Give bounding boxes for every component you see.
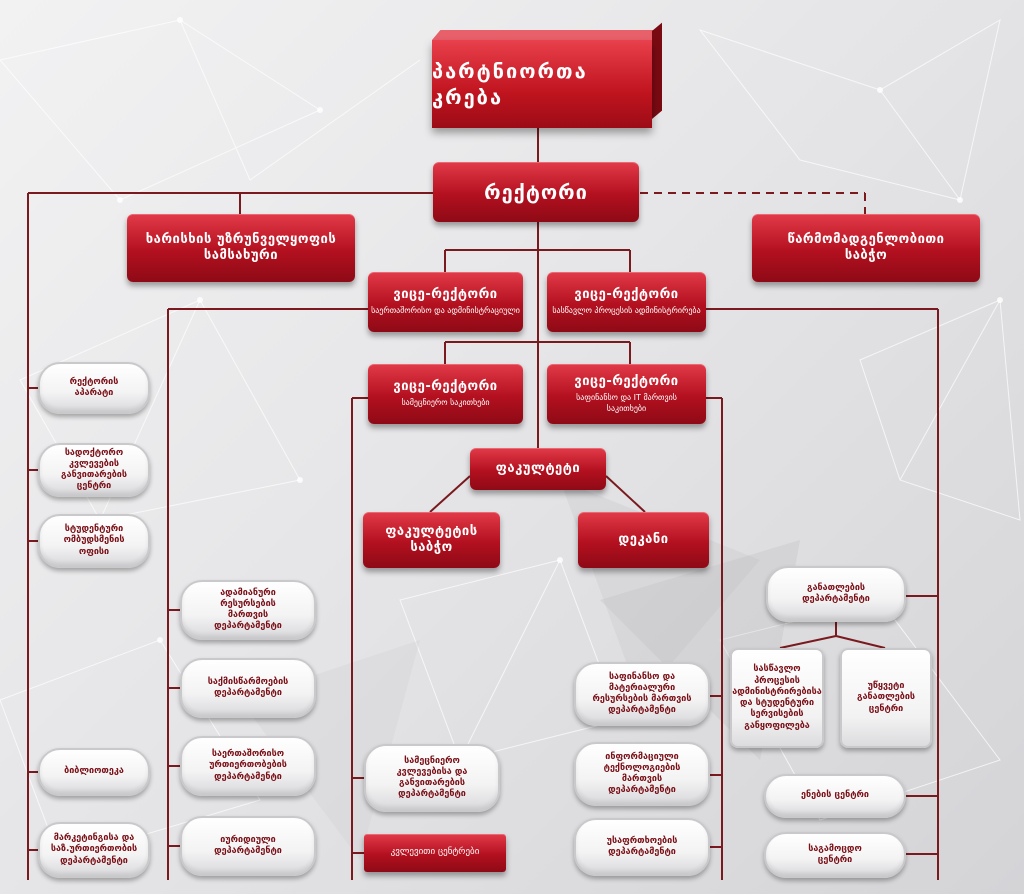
faculty-box: ფაკულტეტი — [470, 448, 606, 490]
vice-rector-sci-box: ვიცე-რექტორი სამეცნიერო საკითხები — [368, 364, 523, 424]
vice-rector-title: ვიცე-რექტორი — [574, 373, 679, 389]
education-dept-pill: განათლების დეპარტამენტი — [766, 566, 906, 622]
hr-dept-pill: ადამიანური რესურსების მართვის დეპარტამენ… — [180, 580, 316, 640]
representative-council-box: წარმომადგენლობითი საბჭო — [752, 214, 980, 282]
rector-box: რექტორი — [433, 162, 639, 222]
pill-label: საქმისწარმოების დეპარტამენტი — [207, 676, 289, 698]
marketing-dept-pill: მარკეტინგისა და საზ.ურთიერთობის დეპარტამ… — [38, 822, 150, 878]
it-dept-pill: ინფორმაციული ტექნოლოგიების მართვის დეპარ… — [574, 742, 710, 806]
intl-relations-dept-pill: საერთაშორისო ურთიერთობების დეპარტამენტი — [180, 736, 316, 796]
vice-rector-fin-desc: საფინანსო და IT მართვის საკითხები — [576, 393, 677, 413]
pill-label: ენების ცენტრი — [801, 790, 869, 801]
quality-assurance-label: ხარისხის უზრუნველყოფის სამსახური — [145, 231, 337, 263]
edu-process-unit-box: სასწავლო პროცესის ადმინისტრირებისა და სტ… — [730, 648, 824, 748]
pill-label: სადოქტორო კვლევების განვითარების ცენტრი — [61, 447, 127, 492]
research-centers-box: კვლევითი ცენტრები — [364, 834, 506, 872]
vice-rector-title: ვიცე-რექტორი — [574, 287, 679, 303]
vice-rector-title: ვიცე-რექტორი — [393, 379, 498, 395]
partners-assembly-box: პარტნიორთა კრება — [432, 22, 662, 128]
pill-label: რექტორის აპარატი — [69, 376, 119, 398]
vice-rector-title: ვიცე-რექტორი — [393, 287, 498, 303]
faculty-council-box: ფაკულტეტის საბჭო — [363, 512, 500, 568]
pill-label: ბიბლიოთეკა — [64, 766, 124, 777]
legal-dept-pill: იურიდიული დეპარტამენტი — [180, 816, 316, 876]
vice-rector-sci-desc: სამეცნიერო საკითხები — [401, 398, 490, 408]
pill-label: იურიდიული დეპარტამენტი — [214, 834, 282, 856]
pill-label: სტუდენტური ომბუდსმენის ოფისი — [63, 524, 125, 557]
pill-label: საერთაშორისო ურთიერთობების დეპარტამენტი — [209, 749, 287, 782]
dean-label: დეკანი — [618, 531, 669, 547]
pill-label: ადამიანური რესურსების მართვის დეპარტამენ… — [214, 587, 282, 632]
rector-label: რექტორი — [484, 179, 588, 204]
security-dept-pill: უსაფრთხოების დეპარტამენტი — [574, 818, 710, 876]
faculty-council-label: ფაკულტეტის საბჭო — [385, 523, 478, 555]
pill-label: მარკეტინგისა და საზ.ურთიერთობის დეპარტამ… — [50, 833, 138, 866]
pill-label: უსაფრთხოების დეპარტამენტი — [606, 835, 678, 857]
research-centers-label: კვლევითი ცენტრები — [390, 847, 480, 858]
prism-side-face — [652, 22, 662, 120]
pill-label: განათლების დეპარტამენტი — [802, 582, 870, 604]
rect-label: უწყვეტი განათლების ცენტრი — [856, 681, 916, 714]
vice-rector-fin-box: ვიცე-რექტორი საფინანსო და IT მართვის საკ… — [547, 364, 706, 424]
pill-label: სამეცნიერო კვლევებისა და განვითარების დე… — [396, 755, 468, 800]
doctoral-research-center-pill: სადოქტორო კვლევების განვითარების ცენტრი — [38, 443, 150, 497]
faculty-label: ფაკულტეტი — [495, 460, 581, 476]
library-pill: ბიბლიოთეკა — [38, 748, 150, 796]
pill-label: საფინანსო და მატერიალური რესურსების მართ… — [592, 671, 692, 716]
pill-label: ინფორმაციული ტექნოლოგიების მართვის დეპარ… — [603, 751, 681, 796]
student-ombudsman-pill: სტუდენტური ომბუდსმენის ოფისი — [38, 514, 150, 568]
finance-dept-pill: საფინანსო და მატერიალური რესურსების მართ… — [574, 662, 710, 726]
vice-rector-edu-box: ვიცე-რექტორი სასწავლო პროცესის ადმინისტრ… — [547, 272, 706, 332]
exam-center-pill: საგამოცდო ცენტრი — [764, 832, 906, 878]
pill-label: საგამოცდო ცენტრი — [808, 843, 862, 865]
lifelong-learning-center-box: უწყვეტი განათლების ცენტრი — [840, 648, 932, 748]
records-dept-pill: საქმისწარმოების დეპარტამენტი — [180, 658, 316, 718]
representative-council-label: წარმომადგენლობითი საბჭო — [787, 231, 945, 263]
partners-assembly-label: პარტნიორთა კრება — [432, 40, 652, 128]
language-center-pill: ენების ცენტრი — [764, 774, 906, 818]
prism-top-face — [432, 30, 661, 40]
vice-rector-edu-desc: სასწავლო პროცესის ადმინისტრირება — [552, 306, 701, 316]
rect-label: სასწავლო პროცესის ადმინისტრირებისა და სტ… — [732, 664, 822, 731]
research-dept-pill: სამეცნიერო კვლევებისა და განვითარების დე… — [364, 744, 500, 812]
vice-rector-intl-desc: საერთაშორისო და ადმინისტრაციული — [371, 306, 520, 316]
rector-office-pill: რექტორის აპარატი — [38, 362, 150, 414]
quality-assurance-box: ხარისხის უზრუნველყოფის სამსახური — [127, 214, 355, 282]
dean-box: დეკანი — [578, 512, 709, 568]
vice-rector-intl-box: ვიცე-რექტორი საერთაშორისო და ადმინისტრაც… — [368, 272, 523, 332]
